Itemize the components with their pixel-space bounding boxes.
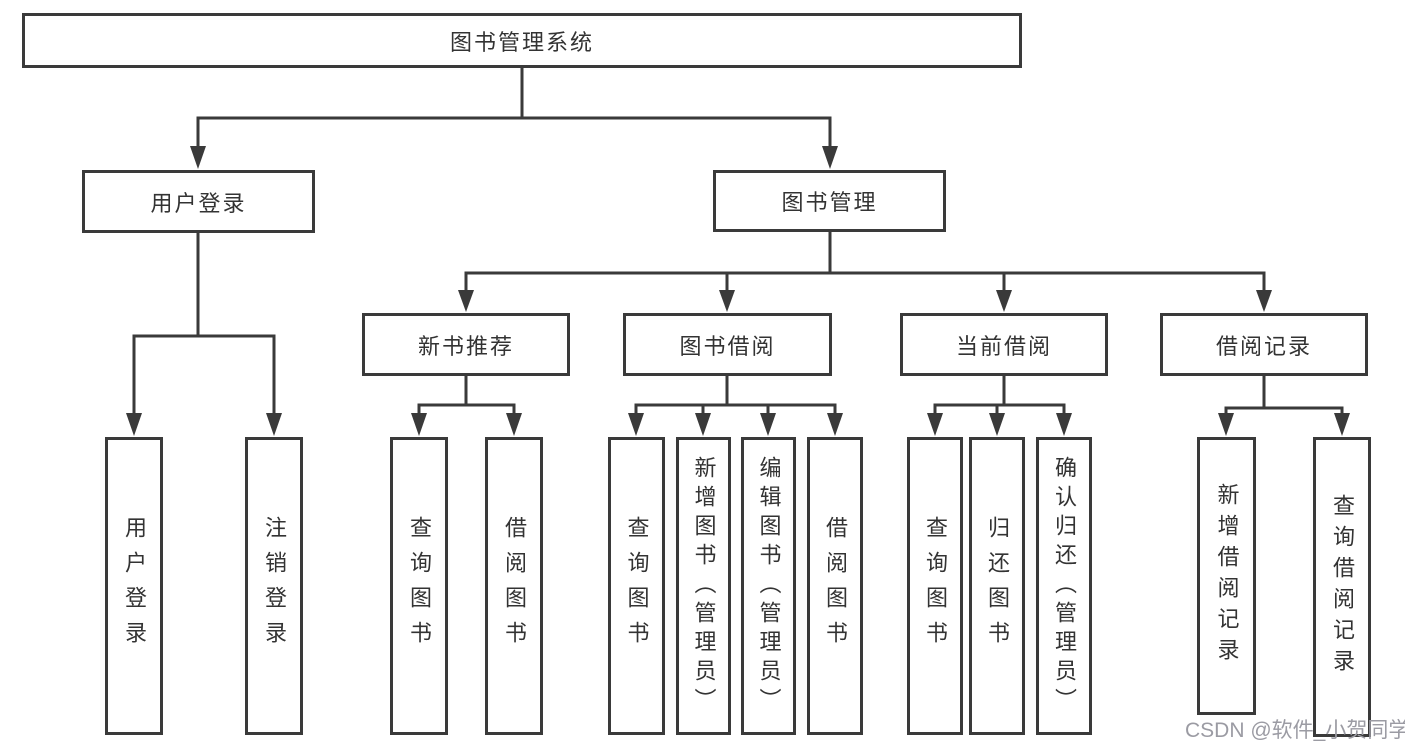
- node-current-borrowing: 当前借阅: [900, 313, 1108, 376]
- leaf-current-return-books: 归还图书: [969, 437, 1025, 735]
- node-new-book-recommendation: 新书推荐: [362, 313, 570, 376]
- leaf-records-query-record: 查询借阅记录: [1313, 437, 1371, 737]
- leaf-current-query-books: 查询图书: [907, 437, 963, 735]
- node-library-system: 图书管理系统: [22, 13, 1022, 68]
- node-user-login: 用户登录: [82, 170, 315, 233]
- leaf-current-confirm-return-admin: 确认归还（管理员）: [1036, 437, 1092, 735]
- node-book-management: 图书管理: [713, 170, 946, 232]
- leaf-records-add-record: 新增借阅记录: [1197, 437, 1256, 715]
- node-borrowing-records: 借阅记录: [1160, 313, 1368, 376]
- leaf-newbooks-borrow-books: 借阅图书: [485, 437, 543, 735]
- leaf-borrowing-query-books: 查询图书: [608, 437, 665, 735]
- csdn-watermark: CSDN @软件_小贺同学: [1185, 719, 1405, 742]
- leaf-logout: 注销登录: [245, 437, 303, 735]
- leaf-borrowing-add-books-admin: 新增图书（管理员）: [676, 437, 731, 735]
- leaf-user-login: 用户登录: [105, 437, 163, 735]
- node-book-borrowing: 图书借阅: [623, 313, 832, 376]
- leaf-newbooks-query-books: 查询图书: [390, 437, 448, 735]
- leaf-borrowing-borrow-books: 借阅图书: [807, 437, 863, 735]
- leaf-borrowing-edit-books-admin: 编辑图书（管理员）: [741, 437, 796, 735]
